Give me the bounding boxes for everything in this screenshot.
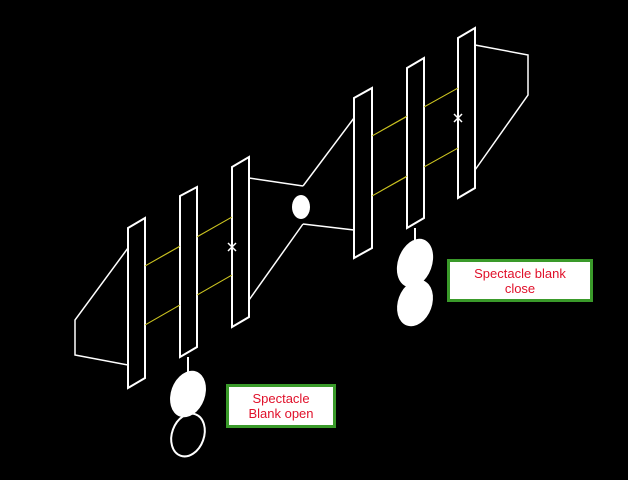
left-flanges [127, 155, 250, 390]
flange-plate [179, 185, 198, 359]
label-open-line2: Blank open [248, 406, 314, 421]
label-close-line1: Spectacle blank [474, 265, 566, 281]
label-open-line1: Spectacle [252, 391, 310, 406]
flange-plate [127, 216, 146, 390]
label-spectacle-blank-close: Spectacle blank close [447, 259, 593, 302]
flange-plate [353, 86, 373, 260]
center-markers [227, 113, 463, 252]
spectacle-solid-disc [397, 279, 433, 327]
spectacle-solid-disc [170, 370, 206, 418]
flange-plate [231, 155, 250, 329]
center-x-icon [453, 113, 463, 123]
left-spool-body [74, 177, 304, 366]
spectacle-blind-open [170, 357, 206, 458]
spectacle-ring [170, 412, 206, 458]
spectacle-blind-close [396, 228, 434, 327]
label-close-line2: close [504, 280, 536, 296]
right-spool-body [302, 44, 529, 231]
flange-plate [406, 56, 425, 230]
spectacle-solid-disc [396, 238, 434, 288]
label-spectacle-blank-open: Spectacle Blank open [226, 384, 336, 428]
right-flanges [353, 26, 476, 260]
center-blank-disc [292, 195, 310, 219]
flange-plate [457, 26, 476, 200]
center-x-icon [227, 242, 237, 252]
